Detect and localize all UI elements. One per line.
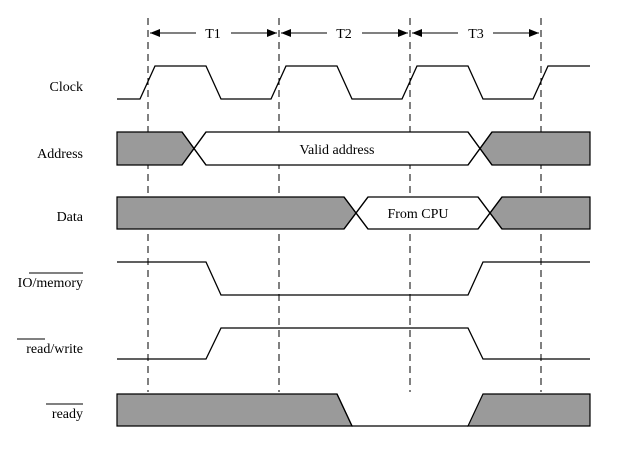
- data-label: Data: [57, 210, 84, 225]
- ready-text: ready: [52, 407, 83, 422]
- period-label-t2: T2: [336, 27, 352, 42]
- ready-shaded-before: [116, 393, 353, 427]
- svg-text:read/write: read/write: [26, 342, 83, 357]
- io-prefix: IO/: [18, 276, 37, 291]
- clock-waveform: [117, 65, 590, 100]
- ready-shaded-after: [467, 393, 591, 427]
- data-bus: From CPU: [116, 196, 591, 230]
- read-write-waveform: [117, 327, 590, 360]
- from-cpu-label: From CPU: [387, 207, 448, 222]
- read-write-label: read/write: [17, 338, 83, 357]
- data-invalid-after: [489, 196, 591, 230]
- ready-low-line: [336, 393, 468, 427]
- data-invalid-before: [116, 196, 357, 230]
- period-label-t1: T1: [205, 27, 221, 42]
- address-label: Address: [37, 147, 83, 162]
- address-bus: Valid address: [116, 131, 591, 166]
- address-invalid-after: [479, 131, 591, 166]
- data-cross-2b: [477, 196, 503, 230]
- period-arrow-t2: T2: [281, 27, 408, 42]
- address-cross-1b: [181, 131, 207, 166]
- period-arrow-t3: T3: [412, 27, 539, 42]
- valid-address-label: Valid address: [299, 143, 374, 158]
- period-arrow-t1: T1: [150, 27, 277, 42]
- io-memory-label: IO/memory: [18, 272, 83, 291]
- memory-overbar-text: memory: [36, 276, 83, 291]
- read-overbar-text: read: [26, 342, 50, 357]
- clock-label: Clock: [50, 80, 83, 95]
- data-cross-1b: [343, 196, 369, 230]
- ready-label: ready: [46, 403, 83, 422]
- write-suffix: /write: [50, 342, 83, 357]
- address-cross-2b: [467, 131, 493, 166]
- address-invalid-before: [116, 131, 195, 166]
- ready-waveform: [116, 393, 591, 427]
- io-memory-waveform: [117, 261, 590, 296]
- svg-text:IO/memory: IO/memory: [18, 276, 83, 291]
- period-label-t3: T3: [468, 27, 484, 42]
